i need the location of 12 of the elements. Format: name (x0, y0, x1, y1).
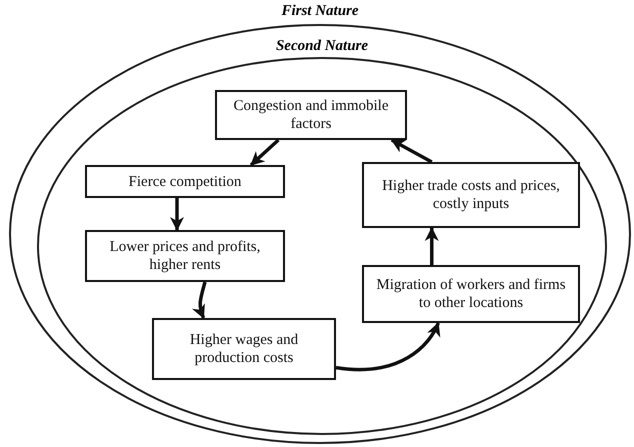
process-box: Migration of workers and firms to other locations (362, 265, 580, 323)
arrow (390, 138, 433, 164)
arrow (192, 282, 207, 319)
arrow (424, 227, 439, 265)
arrow (170, 198, 184, 231)
process-box: Lower prices and profits, higher rents (85, 230, 285, 282)
arrow (336, 322, 440, 372)
process-box: Fierce competition (85, 165, 285, 198)
process-box: Higher trade costs and prices, costly inputs (362, 162, 580, 228)
process-box: Congestion and immobile factors (215, 90, 407, 140)
process-box: Higher wages and production costs (152, 318, 336, 380)
arrow (250, 138, 280, 166)
